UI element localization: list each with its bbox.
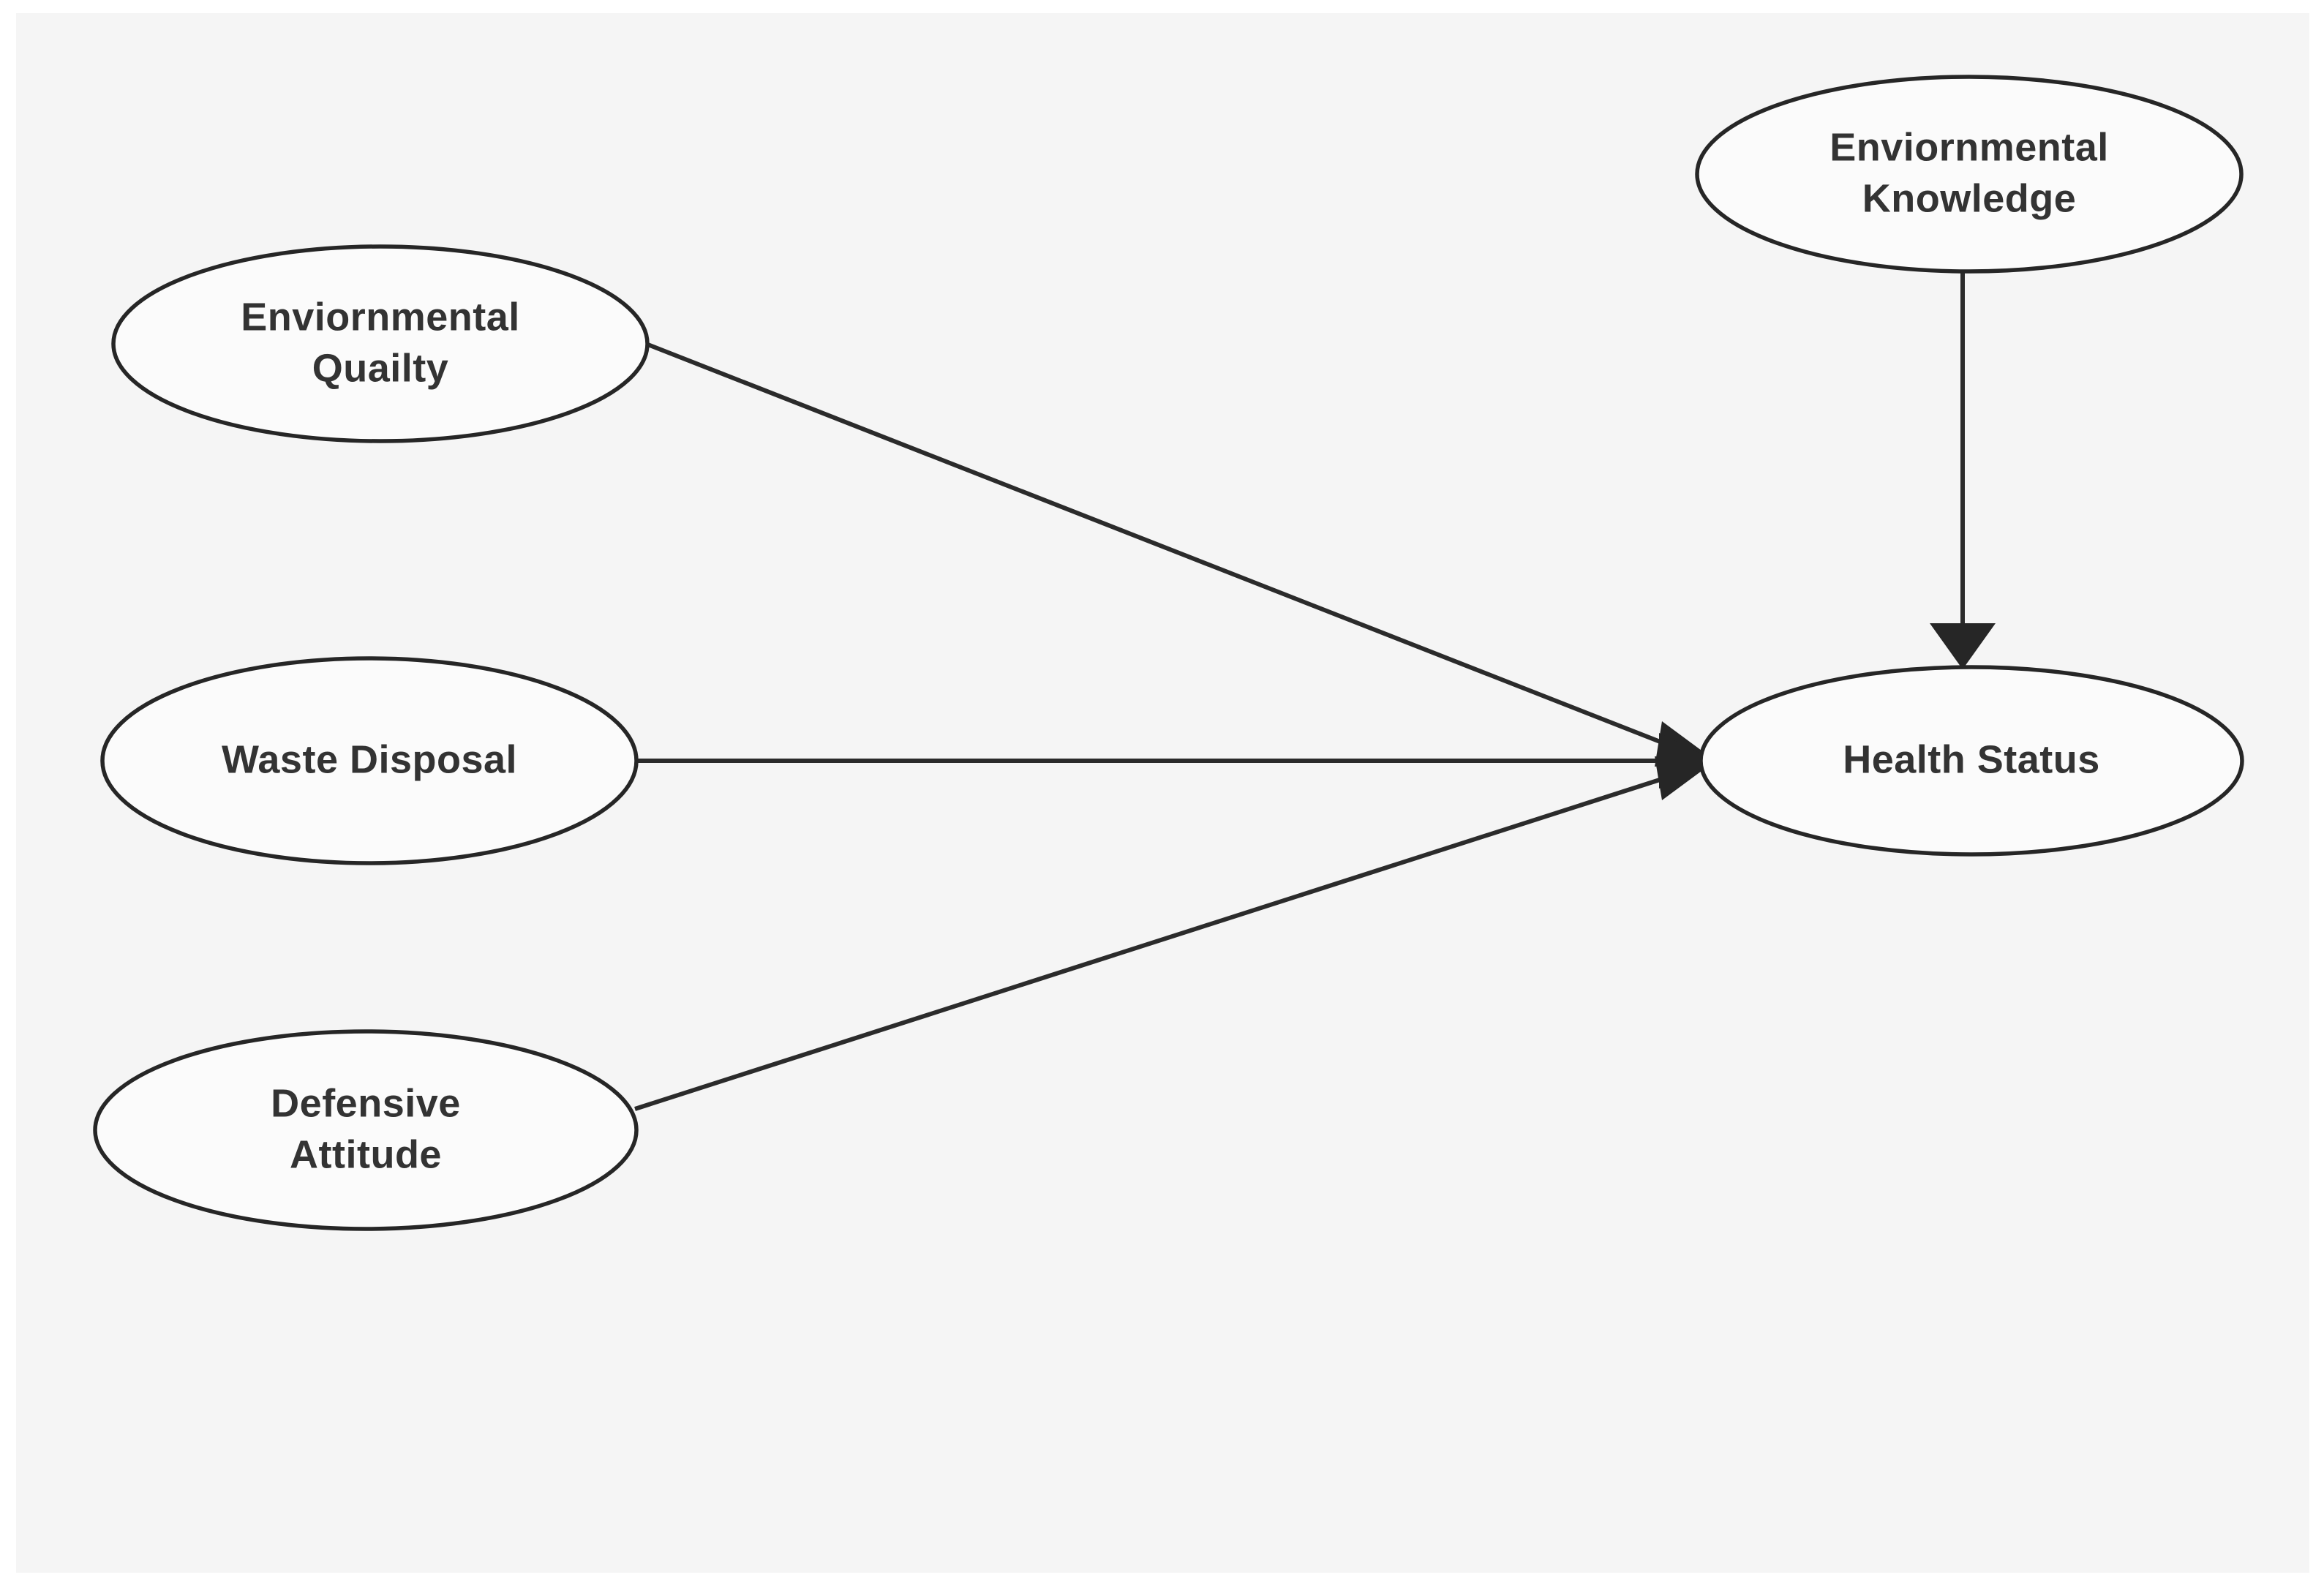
- node-label-defensive-attitude-line2: Attitude: [290, 1132, 442, 1176]
- node-shape-defensive-attitude: [93, 1029, 639, 1231]
- node-label-environmental-knowledge-line2: Knowledge: [1862, 176, 2077, 220]
- node-label-environmental-quality-line1: Enviornmental: [241, 295, 520, 339]
- edge-defensive-attitude-to-health-status[interactable]: [634, 756, 1715, 1111]
- node-label-health-status: Health Status: [1843, 737, 2100, 781]
- node-defensive-attitude[interactable]: Defensive Attitude: [93, 1029, 639, 1231]
- node-shape-waste-disposal: [100, 656, 639, 865]
- node-layer: Enviornmental Quailty Waste Disposal Def…: [93, 75, 2244, 1231]
- node-label-environmental-knowledge-line1: Enviornmental: [1830, 125, 2109, 169]
- node-label-environmental-quality-line2: Quailty: [312, 346, 449, 390]
- node-label-waste-disposal: Waste Disposal: [222, 737, 517, 781]
- edge-waste-disposal-to-health-status[interactable]: [636, 733, 1715, 789]
- node-environmental-quality[interactable]: Enviornmental Quailty: [111, 244, 650, 443]
- node-shape-health-status: [1699, 665, 2244, 857]
- edge-line-defensive-attitude: [634, 770, 1683, 1111]
- edge-env-quality-to-health-status[interactable]: [641, 340, 1715, 767]
- node-shape-environmental-quality: [111, 244, 650, 443]
- arrow-head-env-knowledge: [1930, 623, 1996, 669]
- node-health-status[interactable]: Health Status: [1699, 665, 2244, 857]
- node-label-defensive-attitude-line1: Defensive: [271, 1081, 461, 1125]
- edge-env-knowledge-to-health-status[interactable]: [1930, 269, 1996, 669]
- node-shape-environmental-knowledge: [1695, 75, 2244, 274]
- node-environmental-knowledge[interactable]: Enviornmental Knowledge: [1695, 75, 2244, 274]
- node-waste-disposal[interactable]: Waste Disposal: [100, 656, 639, 865]
- edge-line-env-quality: [641, 340, 1684, 753]
